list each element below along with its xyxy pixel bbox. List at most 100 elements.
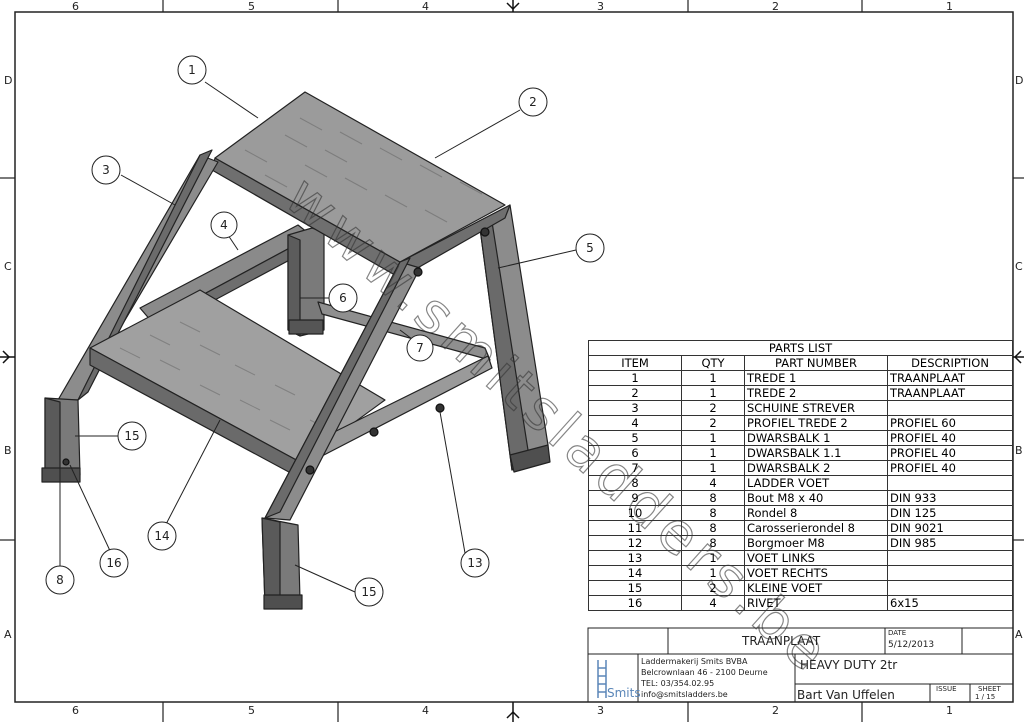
logo-text: Smits [607,686,641,700]
balloon-1: 2 [518,87,548,117]
svg-text:6: 6 [339,291,347,305]
balloon-7: 7 [406,334,434,362]
balloon-3: 3 [91,155,121,185]
part-number-cell: VOET LINKS [744,550,888,566]
zone-col-3-top: 3 [597,0,604,13]
part-number-cell: Borgmoer M8 [744,535,888,551]
balloon-4: 1 [177,55,207,85]
zone-col-5-bottom: 5 [248,704,255,717]
drawing-title: HEAVY DUTY 2tr [800,658,898,672]
zone-col-6-top: 6 [72,0,79,13]
description-cell: PROFIEL 60 [887,415,1013,431]
zone-row-d-right: D [1015,74,1024,87]
zone-col-5-top: 5 [248,0,255,13]
author: Bart Van Uffelen [797,688,895,702]
balloon-14: 6 [328,283,358,313]
description-cell: PROFIEL 40 [887,460,1013,476]
description-cell: PROFIEL 40 [887,445,1013,461]
zone-col-1-bottom: 1 [946,704,953,717]
zone-row-c-right: C [1015,260,1023,273]
step-stool-drawing [41,91,551,610]
zone-col-4-top: 4 [422,0,429,13]
company-email: info@smitsladders.be [641,690,728,699]
part-number-cell: Carosserierondel 8 [744,520,888,536]
company-name: Laddermakerij Smits BVBA [641,657,748,666]
leader-lines [59,81,577,593]
svg-text:1: 1 [188,63,196,77]
company-address: Belcrownlaan 46 - 2100 Deurne [641,668,768,677]
zone-row-a-left: A [4,628,12,641]
zone-col-2-top: 2 [772,0,779,13]
crossbar-7 [317,301,491,361]
svg-text:5: 5 [586,241,594,255]
svg-text:15: 15 [361,585,376,599]
balloon-15-left: 15 [117,421,147,451]
balloon-6: 13 [460,548,490,578]
svg-text:15: 15 [124,429,139,443]
zone-row-d-left: D [4,74,13,87]
item-cell: 16 [588,595,682,611]
svg-text:14: 14 [154,529,169,543]
col-description-header: DESCRIPTION [887,355,1013,371]
part-number-cell: DWARSBALK 1 [744,430,888,446]
zone-row-a-right: A [1015,628,1023,641]
part-number-cell: Bout M8 x 40 [744,490,888,506]
svg-text:4: 4 [220,218,228,232]
date-label: DATE [888,629,907,637]
part-number-cell: VOET RECHTS [744,565,888,581]
svg-text:13: 13 [467,556,482,570]
zone-row-b-left: B [4,444,12,457]
parts-list-table: PARTS LIST ITEM QTY PART NUMBER DESCRIPT… [588,340,1013,611]
part-number-cell: RIVET [744,595,888,611]
sheet-value: 1 / 15 [975,693,996,701]
bolts [62,227,490,475]
part-number-cell: PROFIEL TREDE 2 [744,415,888,431]
zone-col-4-bottom: 4 [422,704,429,717]
balloon-16: 16 [99,548,129,578]
balloon-13: 5 [575,233,605,263]
part-number-cell: TREDE 1 [744,370,888,386]
top-step [214,91,506,263]
balloon-2: 14 [147,521,177,551]
date-value: 5/12/2013 [888,640,935,650]
description-cell: DIN 9021 [887,520,1013,536]
col-part-number-header: PART NUMBER [744,355,888,371]
svg-text:2: 2 [529,95,537,109]
zone-row-c-left: C [4,260,12,273]
svg-text:16: 16 [106,556,121,570]
description-cell: 6x15 [887,595,1013,611]
company-logo [597,660,607,698]
company-tel: TEL: 03/354.02.95 [641,679,715,688]
zone-col-1-top: 1 [946,0,953,13]
balloon-8: 8 [45,565,75,595]
zone-row-b-right: B [1015,444,1023,457]
description-cell: DIN 985 [887,535,1013,551]
zone-col-3-bottom: 3 [597,704,604,717]
material-field: TRAANPLAAT [742,634,821,648]
svg-text:8: 8 [56,573,64,587]
balloon-5: 4 [210,211,238,239]
zone-col-6-bottom: 6 [72,704,79,717]
sheet-label: SHEET [978,685,1001,693]
zone-col-2-bottom: 2 [772,704,779,717]
svg-text:3: 3 [102,163,110,177]
qty-cell: 4 [681,595,745,611]
issue-label: ISSUE [936,685,957,693]
